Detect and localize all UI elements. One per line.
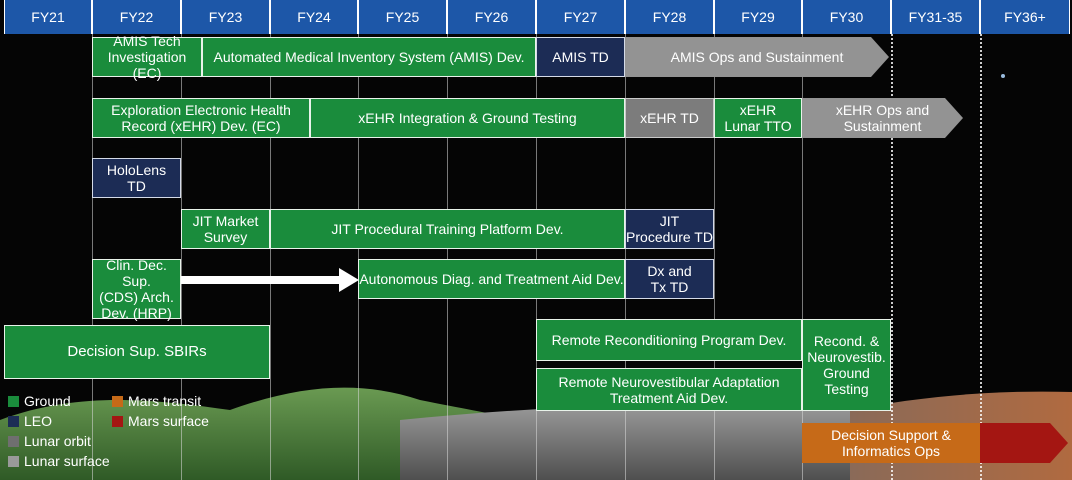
- mars-surface-ops-arrow: [980, 423, 1068, 463]
- legend-label: Lunar orbit: [24, 433, 91, 449]
- legend-lunar-orbit: Lunar orbit: [8, 433, 91, 449]
- legend-mars-transit: Mars transit: [112, 393, 201, 409]
- year-header-fy31-35: FY31-35: [891, 0, 980, 34]
- amis-td-bar: AMIS TD: [536, 37, 625, 77]
- legend-swatch: [8, 395, 19, 407]
- legend-swatch: [8, 435, 19, 447]
- grid-line: [802, 34, 803, 480]
- jit-platform-dev-bar: JIT Procedural Training Platform Dev.: [270, 209, 625, 249]
- amis-ops-bar: AMIS Ops and Sustainment: [625, 37, 889, 77]
- grid-line: [714, 34, 715, 480]
- grid-line: [536, 34, 537, 480]
- year-header-fy28: FY28: [625, 0, 714, 34]
- legend-mars-surface: Mars surface: [112, 413, 209, 429]
- legend-label: Lunar surface: [24, 453, 110, 469]
- moon-surface: [400, 404, 900, 480]
- dotted-divider: [891, 34, 893, 480]
- dotted-divider: [980, 34, 982, 480]
- legend-swatch: [8, 455, 19, 467]
- year-header-fy24: FY24: [270, 0, 358, 34]
- legend-swatch: [8, 415, 19, 427]
- decision-sup-sbirs-bar: Decision Sup. SBIRs: [4, 325, 270, 379]
- amis-tech-investigation-bar: AMIS Tech Investigation (EC): [92, 33, 202, 81]
- legend-lunar-surface: Lunar surface: [8, 453, 110, 469]
- jit-market-survey-bar: JIT Market Survey: [181, 209, 270, 249]
- legend-ground: Ground: [8, 393, 71, 409]
- legend-label: Mars transit: [128, 393, 202, 409]
- grid-line: [92, 34, 93, 480]
- decision-support-informatics-ops-bar: Decision Support & Informatics Ops: [802, 423, 980, 463]
- dx-tx-td-bar: Dx and Tx TD: [625, 259, 714, 299]
- recond-neurovestib-testing-bar: Recond. & Neurovestib. Ground Testing: [802, 319, 891, 411]
- legend-leo: LEO: [8, 413, 52, 429]
- year-header-fy25: FY25: [358, 0, 447, 34]
- year-header-fy30: FY30: [802, 0, 891, 34]
- legend-label: Ground: [24, 393, 71, 409]
- year-header-fy22: FY22: [92, 0, 181, 34]
- hololens-td-bar: HoloLens TD: [92, 158, 181, 198]
- cds-arch-dev-bar: Clin. Dec. Sup. (CDS) Arch. Dev. (HRP): [92, 257, 181, 321]
- grid-line: [447, 34, 448, 480]
- xehr-dev-bar: Exploration Electronic Health Record (xE…: [92, 98, 310, 138]
- amis-dev-bar: Automated Medical Inventory System (AMIS…: [202, 37, 536, 77]
- xehr-ops-bar: xEHR Ops and Sustainment: [802, 98, 963, 138]
- legend-label: Mars surface: [128, 413, 209, 429]
- year-header-fy36plus: FY36+: [980, 0, 1070, 34]
- year-header-fy26: FY26: [447, 0, 536, 34]
- year-header-fy27: FY27: [536, 0, 625, 34]
- remote-neurovestibular-bar: Remote Neurovestibular Adaptation Treatm…: [536, 368, 802, 411]
- jit-procedure-td-bar: JIT Procedure TD: [625, 209, 714, 249]
- grid-line: [358, 34, 359, 480]
- remote-reconditioning-bar: Remote Reconditioning Program Dev.: [536, 319, 802, 361]
- autonomous-diag-aid-bar: Autonomous Diag. and Treatment Aid Dev.: [358, 259, 625, 299]
- legend-swatch: [112, 415, 123, 427]
- xehr-integration-bar: xEHR Integration & Ground Testing: [310, 98, 625, 138]
- grid-line: [181, 34, 182, 480]
- year-header-fy23: FY23: [181, 0, 270, 34]
- legend-swatch: [112, 395, 123, 407]
- right-arrow-icon: [181, 268, 359, 292]
- year-header-fy21: FY21: [4, 0, 92, 34]
- earth-hills: [0, 387, 520, 480]
- grid-line: [270, 34, 271, 480]
- xehr-td-bar: xEHR TD: [625, 98, 714, 138]
- legend-label: LEO: [24, 413, 53, 429]
- year-header-fy29: FY29: [714, 0, 802, 34]
- xehr-lunar-tto-bar: xEHR Lunar TTO: [714, 98, 802, 138]
- grid-line: [625, 34, 626, 480]
